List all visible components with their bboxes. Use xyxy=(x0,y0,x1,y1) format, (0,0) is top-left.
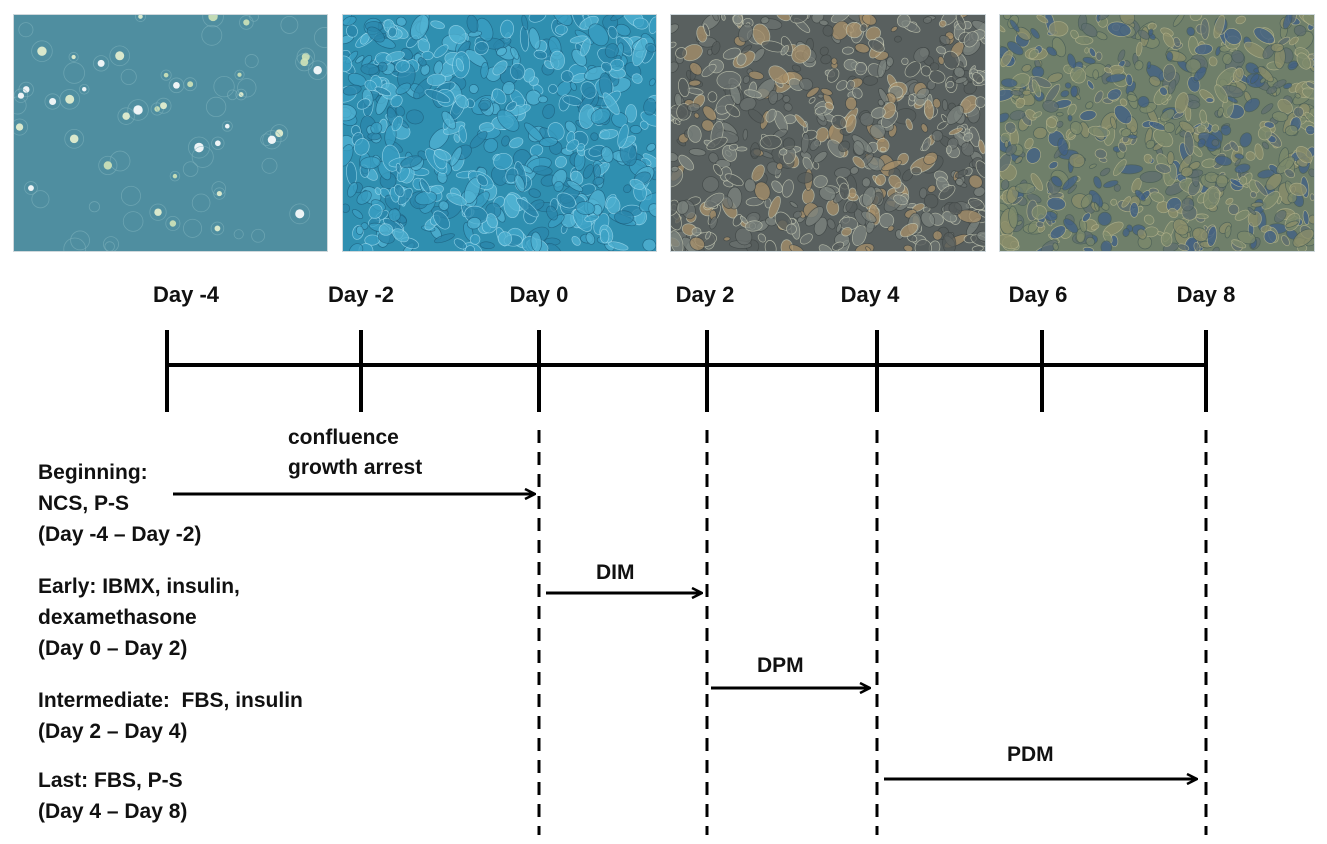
stage-line: Early: IBMX, insulin, xyxy=(38,575,240,598)
confluence-annotation: confluence growth arrest xyxy=(288,423,422,483)
stage-intermediate: Intermediate: FBS, insulin (Day 2 – Day … xyxy=(38,685,303,747)
timeline-diagram xyxy=(165,330,1208,835)
pdm-label: PDM xyxy=(1007,743,1054,766)
stage-line: NCS, P-S xyxy=(38,492,130,515)
micrograph-confluent-cells xyxy=(342,14,657,252)
day-label-minus-2: Day -2 xyxy=(327,282,395,307)
stage-line: (Day -4 – Day -2) xyxy=(38,523,202,546)
micrograph-sparse-cells xyxy=(13,14,328,252)
day-label-4: Day 4 xyxy=(840,282,900,307)
day-label-minus-4: Day -4 xyxy=(152,282,220,307)
stage-last: Last: FBS, P-S (Day 4 – Day 8) xyxy=(38,765,187,827)
stage-line: Intermediate: FBS, insulin xyxy=(38,689,303,712)
dim-label: DIM xyxy=(596,561,635,584)
micrograph-differentiating-cells xyxy=(670,14,986,252)
stage-line: (Day 4 – Day 8) xyxy=(38,800,188,823)
confluence-label: confluence xyxy=(288,426,399,449)
stage-line: Beginning: xyxy=(38,461,148,484)
stage-line: (Day 0 – Day 2) xyxy=(38,637,188,660)
day-label-2: Day 2 xyxy=(675,282,735,307)
growth-arrest-label: growth arrest xyxy=(288,456,423,479)
stage-early: Early: IBMX, insulin, dexamethasone (Day… xyxy=(38,571,240,664)
dpm-label: DPM xyxy=(757,654,804,677)
stage-beginning: Beginning: NCS, P-S (Day -4 – Day -2) xyxy=(38,457,201,550)
micrograph-adipocytes xyxy=(999,14,1315,252)
day-label-8: Day 8 xyxy=(1176,282,1236,307)
stage-line: dexamethasone xyxy=(38,606,197,629)
stage-line: (Day 2 – Day 4) xyxy=(38,720,188,743)
stage-line: Last: FBS, P-S xyxy=(38,769,183,792)
day-label-6: Day 6 xyxy=(1008,282,1068,307)
day-label-0: Day 0 xyxy=(509,282,569,307)
